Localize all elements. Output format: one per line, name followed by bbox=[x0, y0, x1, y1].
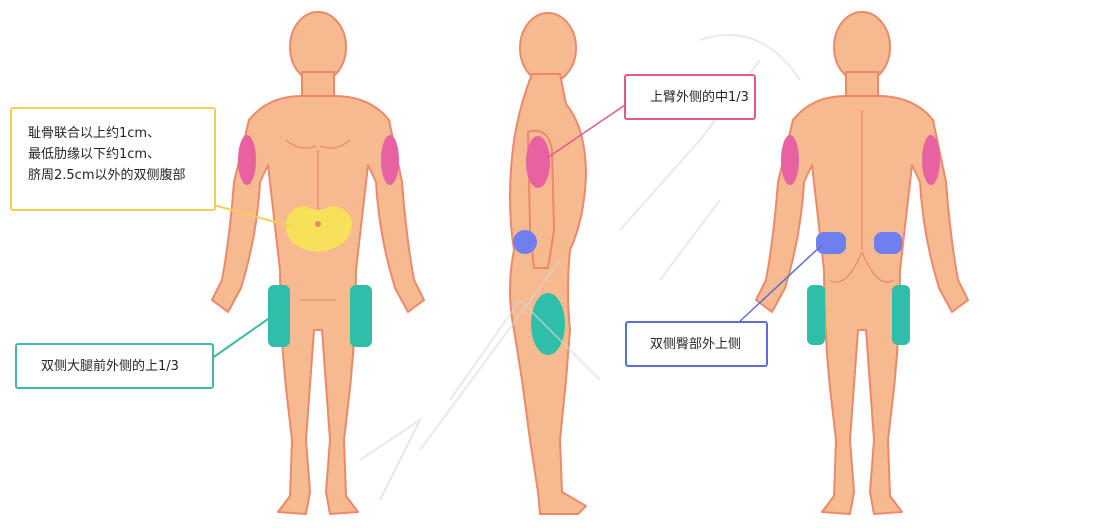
back-left-buttock-zone bbox=[816, 232, 846, 254]
front-right-thigh-zone bbox=[350, 285, 372, 347]
side-thigh-zone bbox=[531, 293, 565, 355]
thigh-callout: 双侧大腿前外侧的上1/3 bbox=[15, 343, 214, 389]
back-right-thigh-zone bbox=[892, 285, 910, 345]
upper-arm-callout-text: 上臂外侧的中1/3 bbox=[650, 87, 754, 108]
side-body-figure bbox=[510, 13, 586, 514]
front-left-arm-zone bbox=[238, 135, 256, 185]
back-right-buttock-zone bbox=[874, 232, 902, 254]
back-left-thigh-zone bbox=[807, 285, 825, 345]
thigh-leader-line bbox=[208, 312, 278, 361]
abdomen-callout-line-3: 脐周2.5cm以外的双侧腹部 bbox=[28, 165, 214, 186]
side-buttock-zone bbox=[513, 230, 537, 254]
back-left-arm-zone bbox=[781, 135, 799, 185]
navel-marker bbox=[315, 221, 321, 227]
buttock-callout-text: 双侧臀部外上侧 bbox=[650, 334, 766, 355]
back-right-arm-zone bbox=[922, 135, 940, 185]
buttock-callout: 双侧臀部外上侧 bbox=[625, 321, 768, 367]
front-right-arm-zone bbox=[381, 135, 399, 185]
abdomen-callout-line-1: 耻骨联合以上约1cm、 bbox=[28, 123, 214, 144]
back-body-figure bbox=[756, 12, 968, 514]
abdomen-callout-line-2: 最低肋缘以下约1cm、 bbox=[28, 144, 214, 165]
thigh-callout-text: 双侧大腿前外侧的上1/3 bbox=[41, 356, 212, 377]
side-arm-zone bbox=[526, 136, 550, 188]
upper-arm-callout: 上臂外侧的中1/3 bbox=[624, 74, 756, 120]
abdomen-callout: 耻骨联合以上约1cm、 最低肋缘以下约1cm、 脐周2.5cm以外的双侧腹部 bbox=[10, 107, 216, 211]
